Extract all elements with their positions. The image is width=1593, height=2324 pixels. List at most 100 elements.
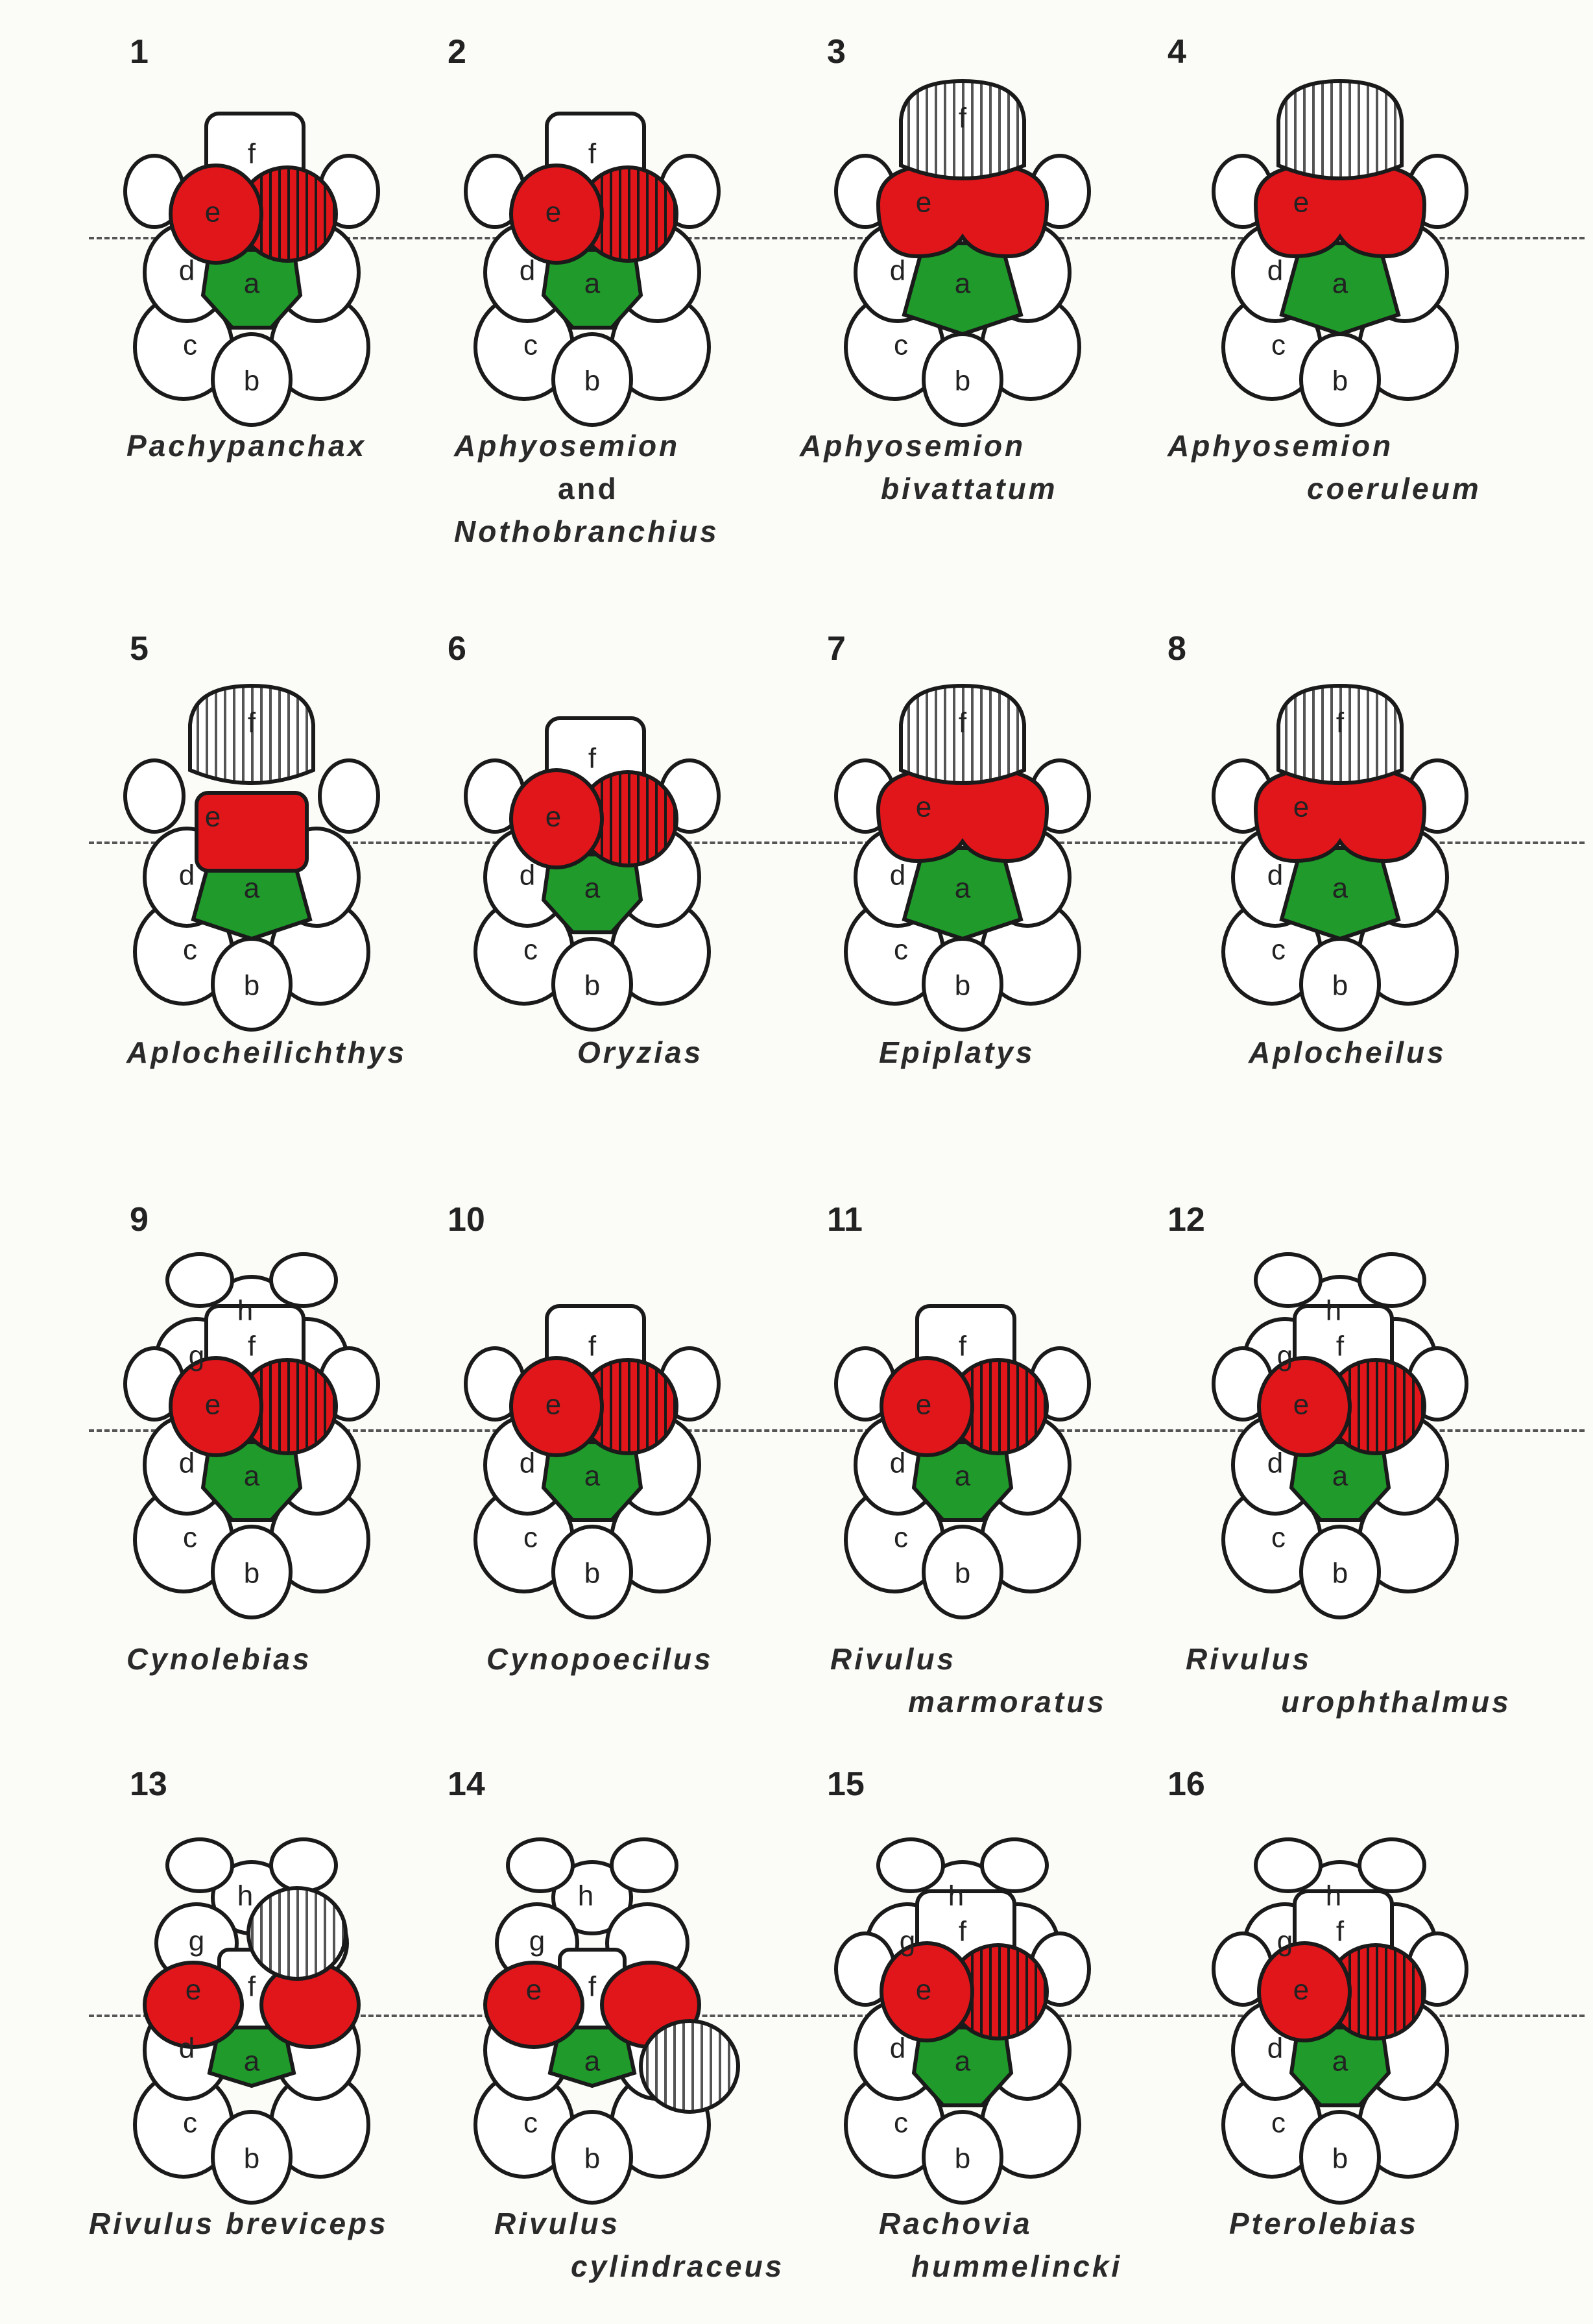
panel-number: 10 [448, 1201, 485, 1239]
scale-letter-c: c [183, 2107, 197, 2139]
scale-letter-b: b [1332, 1558, 1348, 1590]
scale-letter-b: b [244, 365, 259, 397]
scale-b [211, 2110, 293, 2205]
scale-letter-b: b [584, 1558, 600, 1590]
scale-e-red [509, 1356, 604, 1457]
scale-e-red [483, 1961, 584, 2049]
scale [1358, 1252, 1426, 1308]
scale-letter-d: d [1267, 1447, 1283, 1479]
species-label: Rivulus [830, 1642, 957, 1676]
scale-letter-f: f [959, 103, 967, 134]
scale [269, 1252, 338, 1308]
scale-f-hatched [188, 683, 315, 785]
scale-letter-e: e [1293, 1389, 1309, 1421]
scale-letter-h: h [237, 1880, 253, 1912]
scale-letter-g: g [189, 1926, 204, 1957]
scale-letter-f: f [1336, 1331, 1345, 1362]
species-label: Aplocheilichthys [126, 1035, 407, 1069]
midline-dashed [89, 1429, 1585, 1432]
scale-letter-g: g [529, 1926, 545, 1957]
scale-h [551, 1860, 633, 1935]
scale [876, 1837, 945, 1893]
panel-number: 3 [827, 33, 846, 71]
scale-letter-c: c [1271, 2107, 1286, 2139]
scale-letter-e: e [1293, 1974, 1309, 2006]
scale [1254, 1252, 1323, 1308]
scale-letter-b: b [955, 970, 970, 1002]
scale-letter-e: e [205, 801, 221, 833]
scale-letter-e: e [205, 1389, 221, 1421]
scale-letter-d: d [890, 2033, 905, 2064]
scale-letter-b: b [1332, 365, 1348, 397]
scale-letter-f: f [588, 1331, 597, 1362]
scale-letter-d: d [890, 860, 905, 891]
scale-letter-b: b [584, 2143, 600, 2175]
scale-letter-e: e [545, 1389, 561, 1421]
scale-b [551, 332, 633, 427]
panel-number: 12 [1168, 1201, 1205, 1239]
scale-letter-f: f [959, 1916, 967, 1948]
scale-letter-h: h [1326, 1295, 1341, 1327]
scale-letter-d: d [179, 1447, 195, 1479]
scale-e-red [169, 1356, 263, 1457]
scale-letter-g: g [1277, 1926, 1293, 1957]
scale-letter-h: h [578, 1880, 593, 1912]
scale-letter-b: b [1332, 2143, 1348, 2175]
scale-b [551, 1525, 633, 1619]
scale [506, 1837, 575, 1893]
scale-letter-e: e [545, 197, 561, 228]
scale-letter-e: e [205, 197, 221, 228]
scale-letter-a: a [1332, 873, 1348, 904]
scale-letter-c: c [1271, 330, 1286, 361]
scale-letter-a: a [584, 1460, 601, 1492]
scale-e-red [143, 1961, 244, 2049]
scale-hatched-gray [639, 2019, 740, 2114]
panel-number: 1 [130, 33, 149, 71]
scale-letter-f: f [1336, 1916, 1345, 1948]
scales [464, 1346, 721, 1619]
scale-letter-f: f [588, 1971, 597, 2003]
scale-letter-d: d [1267, 860, 1283, 891]
scale-letter-d: d [520, 860, 535, 891]
scale-letter-f: f [1336, 707, 1345, 739]
scale-letter-c: c [523, 934, 538, 966]
scale-letter-c: c [1271, 1522, 1286, 1554]
scale [318, 758, 380, 834]
scale-b [922, 2110, 1003, 2205]
scale-letter-d: d [890, 1447, 905, 1479]
scale-letter-e: e [916, 187, 931, 219]
scales [123, 154, 380, 427]
scale-letter-f: f [248, 1331, 256, 1362]
scale-letter-c: c [894, 1522, 908, 1554]
scale-f-hatched [1276, 79, 1404, 180]
scale-letter-c: c [894, 2107, 908, 2139]
species-label: marmoratus [908, 1685, 1107, 1719]
species-label: Rivulus [1186, 1642, 1312, 1676]
scale-letter-a: a [584, 873, 601, 904]
species-label: urophthalmus [1281, 1685, 1511, 1719]
scale-letter-e: e [1293, 187, 1309, 219]
scale [610, 1837, 678, 1893]
scale-letter-c: c [1271, 934, 1286, 966]
species-label: Aphyosemion [800, 429, 1026, 463]
scale-letter-c: c [523, 2107, 538, 2139]
scale-b [211, 1525, 293, 1619]
scale-letter-c: c [523, 1522, 538, 1554]
scale-letter-c: c [183, 934, 197, 966]
panel-number: 13 [130, 1765, 167, 1803]
scale-e-red [509, 768, 604, 869]
panel-number: 6 [448, 630, 466, 668]
scale [269, 1837, 338, 1893]
panel-number: 4 [1168, 33, 1186, 71]
scale-b [922, 1525, 1003, 1619]
scale-e-red [169, 163, 263, 265]
